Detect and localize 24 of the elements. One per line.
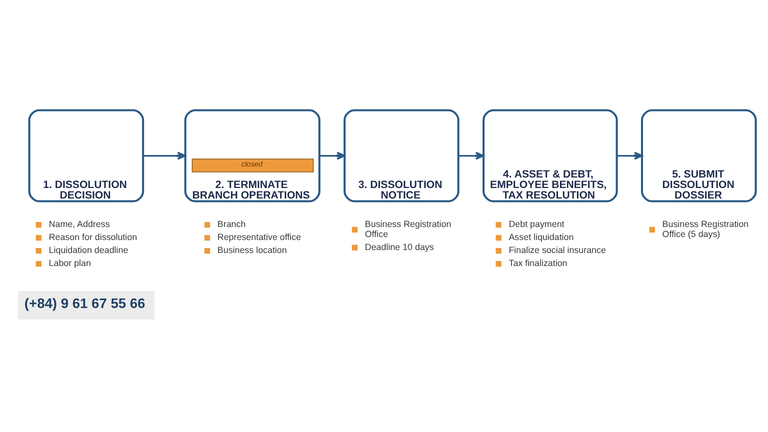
node-box: 3. DISSOLUTION NOTICE — [344, 108, 460, 202]
node-label: Business location — [217, 244, 287, 255]
label: (+84) 9 61 67 55 66 — [24, 294, 146, 311]
node-label: Asset liquidation — [508, 232, 574, 242]
node-label: Liquidation deadline — [48, 244, 128, 255]
node-label: Business Registration Office (5 days) — [662, 218, 749, 238]
node-label: Reason for dissolution — [48, 232, 138, 242]
node-label: Finalize social insurance — [508, 244, 606, 255]
node-label: Deadline 10 days — [364, 241, 434, 252]
node-box: closed 2. TERMINATE BRANCH OPERATIONS — [184, 108, 320, 202]
node-box: 1. DISSOLUTION DECISION — [28, 108, 144, 202]
arrow — [320, 151, 346, 160]
node-box: 4. ASSET & DEBT, EMPLOYEE BENEFITS, TAX RESOLUTION — [482, 108, 618, 202]
node-box: 5. SUBMIT DISSOLUTION DOSSIER — [641, 108, 757, 202]
node-label: Tax finalization — [508, 258, 568, 268]
node-label: Business Registration Office — [364, 218, 452, 238]
arrow — [143, 151, 186, 160]
node-label: Representative office — [217, 232, 302, 242]
arrow — [458, 151, 484, 160]
node-label: Labor plan — [48, 258, 91, 268]
node-label: Branch — [217, 218, 246, 229]
node-label: Debt payment — [508, 218, 564, 229]
node-label: Name, Address — [48, 218, 110, 229]
arrow — [617, 151, 643, 160]
